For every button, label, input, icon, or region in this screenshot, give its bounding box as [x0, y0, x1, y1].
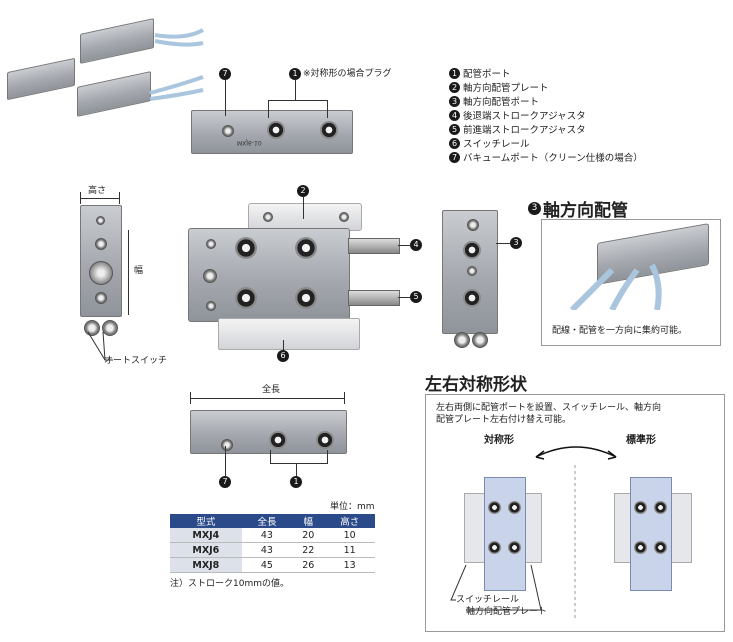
table-row: MXJ8 45 26 13: [170, 557, 375, 573]
width-label: 幅: [132, 265, 142, 274]
bottom-side-view: [190, 410, 347, 454]
total-length-label: 全長: [262, 385, 281, 395]
axial-caption: 配線・配管を一方向に集約可能。: [552, 326, 688, 336]
tubing-lines: [149, 28, 204, 101]
callout-3: 3: [510, 237, 522, 249]
header-width: 幅: [292, 514, 325, 528]
plate-label: 軸方向配管プレート: [466, 607, 548, 617]
axial-box-title: 軸方向配管: [543, 201, 628, 221]
auto-switch-label: オートスイッチ: [104, 356, 168, 366]
symmetric-desc-1: 左右両側に配管ポートを設置、スイッチレール、軸方向: [436, 403, 662, 413]
table-row: MXJ6 43 22 11: [170, 542, 375, 558]
spec-table: 型式 全長 幅 高さ MXJ4 43 20 10 MXJ6 43 22 11 M…: [170, 514, 375, 573]
table-header-row: 型式 全長 幅 高さ: [170, 514, 375, 528]
symmetric-left-label: 対称形: [484, 435, 514, 446]
table-note: 注）ストローク10mmの値。: [170, 579, 289, 589]
symmetric-unit-left: [456, 457, 546, 597]
header-model: 型式: [170, 514, 242, 528]
symmetric-right-label: 標準形: [626, 435, 656, 446]
unit-label: 単位：mm: [330, 502, 375, 512]
stroke-adjuster-front: [348, 290, 400, 306]
header-length: 全長: [241, 514, 293, 528]
end-view-right-bottom: [450, 330, 490, 350]
switch-rail: [218, 318, 360, 350]
symmetric-arrows: [535, 446, 617, 620]
symmetric-unit-right: [606, 457, 696, 597]
end-view-right: [442, 210, 498, 334]
auto-switch-leader: [87, 331, 113, 361]
axial-box-header: 3 軸方向配管: [528, 196, 628, 221]
callout-6: 6: [277, 350, 289, 362]
side-view-top: MXJ6-10: [191, 110, 353, 154]
axial-photo: [552, 223, 712, 310]
plug-label: ※対称形の場合プラグ: [303, 69, 392, 79]
symmetric-leaders: [450, 564, 542, 611]
height-label: 高さ: [88, 186, 107, 196]
callout-7-top: 7: [219, 68, 231, 80]
callout-1-top: 1: [289, 68, 301, 80]
callout-1-bottom: 1: [290, 476, 302, 488]
axial-box: 配線・配管を一方向に集約可能。: [541, 219, 721, 346]
callout-4: 4: [410, 239, 422, 251]
main-body: [188, 228, 350, 322]
axial-plate-top: [248, 203, 362, 231]
table-row: MXJ4 43 20 10: [170, 528, 375, 543]
callout-5: 5: [410, 291, 422, 303]
product-photo-group: [5, 5, 205, 117]
symmetric-desc-2: 配管プレート左右付け替え可能。: [436, 415, 572, 425]
symmetric-box: 左右両側に配管ポートを設置、スイッチレール、軸方向 配管プレート左右付け替え可能…: [425, 394, 725, 632]
callout-2: 2: [297, 185, 309, 197]
product-marking: MXJ6-10: [237, 139, 262, 146]
switch-rail-label: スイッチレール: [456, 595, 520, 605]
stroke-adjuster-rear: [348, 238, 400, 254]
callout-7-bottom: 7: [219, 476, 231, 488]
symmetric-title: 左右対称形状: [425, 375, 527, 395]
header-height: 高さ: [324, 514, 375, 528]
end-view-left: [80, 205, 122, 317]
